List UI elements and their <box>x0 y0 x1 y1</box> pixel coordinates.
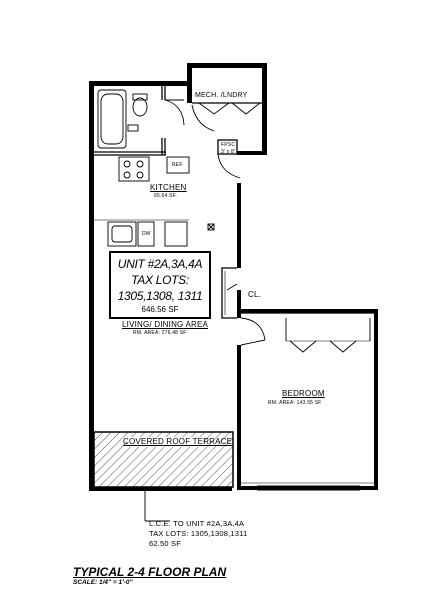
doors <box>226 283 371 353</box>
closet-label: CL. <box>248 290 262 299</box>
interior-walls <box>94 86 374 484</box>
fpsc-dimension: 3' x 8' <box>221 149 236 155</box>
refrigerator-label: REF. <box>172 162 184 168</box>
mech-room-doors <box>191 102 261 132</box>
bedroom-area: RM. AREA: 143.55 SF <box>268 400 322 406</box>
exterior-walls <box>89 63 378 491</box>
mech-laundry-label: MECH. /LNDRY <box>195 92 248 99</box>
drawing-scale: SCALE: 1/4" = 1'-0" <box>73 579 133 586</box>
unit-info-box: UNIT #2A,3A,4A TAX LOTS: 1305,1308, 1311… <box>109 251 211 319</box>
lce-note-line2: TAX LOTS: 1305,1308,1311 <box>149 529 248 538</box>
bedroom-label: BEDROOM <box>282 389 325 398</box>
dishwasher-label: DW <box>142 231 151 237</box>
tax-lots-heading: TAX LOTS: <box>131 273 189 287</box>
unit-number: UNIT #2A,3A,4A <box>117 257 203 271</box>
kitchen-fixtures <box>94 153 241 247</box>
kitchen-area: 65.64 SF. <box>154 193 177 199</box>
bathroom-fixtures <box>97 89 185 149</box>
lce-note-line3: 62.50 SF <box>149 539 182 548</box>
living-dining-area: RM. AREA: 276.48 SF <box>133 330 187 336</box>
roof-terrace <box>93 431 234 488</box>
terrace-label: COVERED ROOF TERRACE <box>123 437 233 446</box>
unit-area: 646.56 SF <box>141 305 179 314</box>
kitchen-label: KITCHEN <box>150 183 187 192</box>
lce-note-line1: L.C.E. TO UNIT #2A,3A,4A <box>149 519 245 528</box>
fpsc-label: FPSC <box>221 142 236 148</box>
tax-lots-numbers: 1305,1308, 1311 <box>117 289 203 303</box>
drawing-title: TYPICAL 2-4 FLOOR PLAN <box>73 565 227 579</box>
living-dining-label: LIVING/ DINING AREA <box>122 320 209 329</box>
lce-leader <box>144 491 170 522</box>
